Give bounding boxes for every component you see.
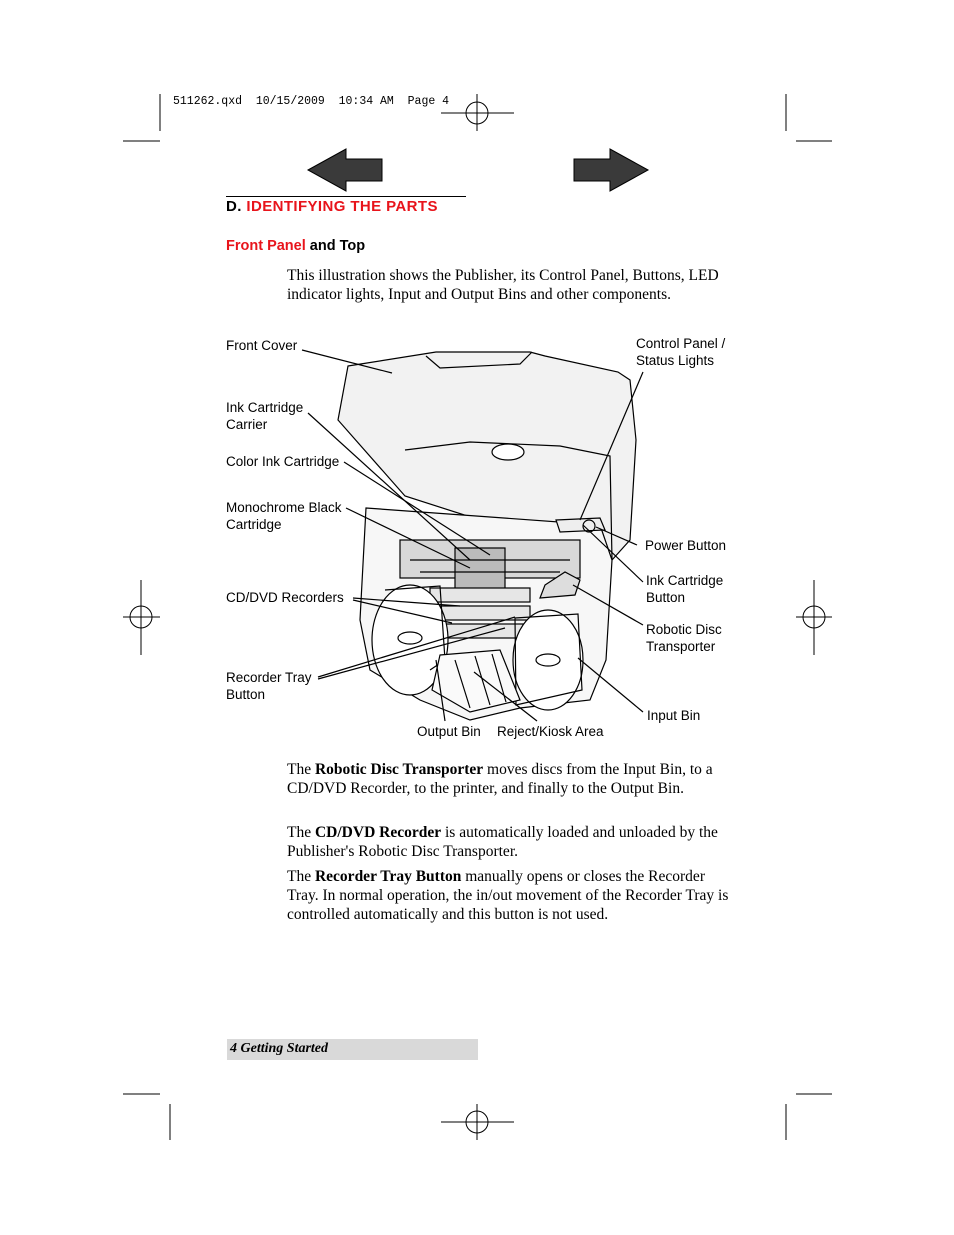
section-title: IDENTIFYING THE PARTS [246, 198, 438, 215]
para-text: moves discs from the Input Bin, to a CD/… [287, 761, 713, 797]
section-heading: D. IDENTIFYING THE PARTS [226, 198, 438, 215]
intro-paragraph: This illustration shows the Publisher, i… [287, 267, 719, 303]
paragraph-robotic-disc-transporter: The Robotic Disc Transporter moves discs… [287, 760, 732, 798]
label-color-ink-cartridge: Color Ink Cartridge [226, 454, 340, 469]
label-control-panel-status: Control Panel / Status Lights [636, 336, 726, 368]
subsection-heading: Front Panel and Top [226, 238, 365, 254]
next-page-button[interactable] [572, 148, 650, 193]
para-term: Recorder Tray Button [314, 868, 462, 885]
label-recorder-tray-button: Recorder Tray Button [226, 670, 312, 702]
arrow-right-icon [573, 148, 650, 192]
arrow-left-icon [306, 148, 383, 192]
label-ink-cartridge-button: Ink Cartridge Button [646, 573, 724, 605]
para-text: The [287, 761, 315, 778]
para-text: The [287, 824, 315, 841]
section-letter: D. [226, 198, 242, 215]
label-robotic-disc-transporter: Robotic Disc Transporter [646, 622, 722, 654]
prev-page-button[interactable] [306, 148, 384, 193]
label-output-bin: Output Bin [417, 724, 481, 739]
paragraph-recorder-tray-button: The Recorder Tray Button manually opens … [287, 867, 732, 924]
para-text: The [287, 868, 315, 885]
footer-page-label: 4 Getting Started [230, 1041, 329, 1056]
label-power-button: Power Button [645, 538, 727, 553]
label-cd-dvd-recorders: CD/DVD Recorders [226, 590, 344, 605]
label-mono-black-cartridge: Monochrome Black Cartridge [226, 500, 342, 532]
label-front-cover: Front Cover [226, 338, 298, 353]
footer-bar [227, 1039, 478, 1060]
print-slug: 511262.qxd 10/15/2009 10:34 AM Page 4 [173, 95, 450, 108]
label-input-bin: Input Bin [647, 708, 701, 723]
subsection-rest: and Top [309, 238, 366, 254]
subsection-highlight: Front Panel [226, 238, 306, 254]
label-reject-kiosk-area: Reject/Kiosk Area [497, 724, 604, 739]
para-term: CD/DVD Recorder [314, 824, 442, 841]
para-text: is automatically loaded and unloaded by … [287, 824, 718, 860]
para-text: manually opens or closes the Recorder Tr… [287, 868, 729, 923]
paragraph-cd-dvd-recorder: The CD/DVD Recorder is automatically loa… [287, 823, 732, 861]
section-rule [226, 196, 466, 197]
para-term: Robotic Disc Transporter [314, 761, 484, 778]
label-ink-cartridge-carrier: Ink Cartridge Carrier [226, 400, 304, 432]
